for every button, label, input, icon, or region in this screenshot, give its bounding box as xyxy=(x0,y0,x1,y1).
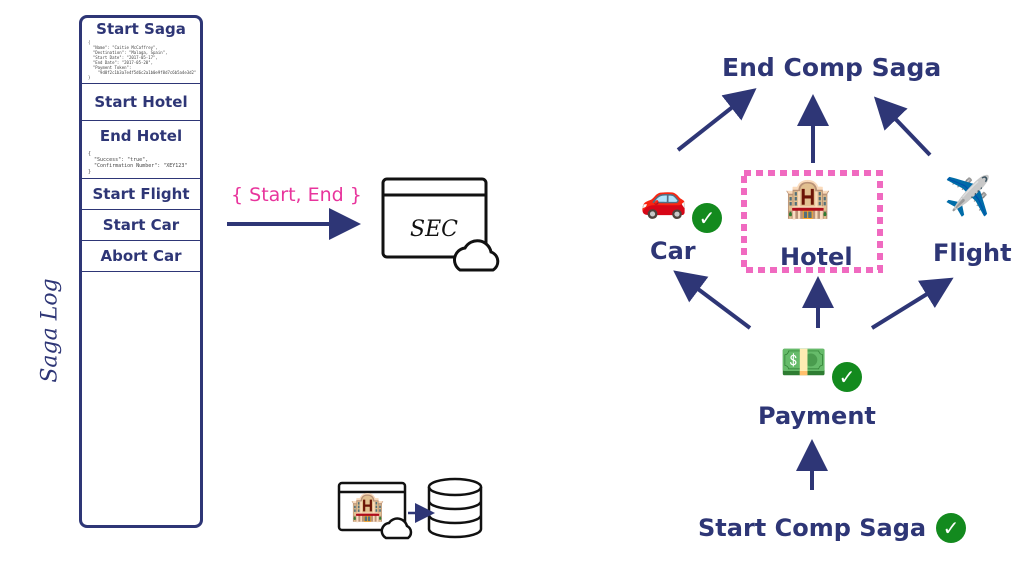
money-icon: 💵 xyxy=(780,340,828,384)
entry-label: End Hotel xyxy=(99,127,183,145)
hotel-small-icon: 🏨 xyxy=(350,490,385,523)
log-entry-end-hotel: End Hotel { "Success": "true", "Confirma… xyxy=(82,121,200,179)
hotel-label: Hotel xyxy=(780,243,853,271)
arrow-payment-to-flight xyxy=(870,277,954,330)
sec-icon xyxy=(381,177,500,272)
arrow-payment-to-car xyxy=(673,270,752,330)
car-label: Car xyxy=(650,237,696,265)
flight-label: Flight xyxy=(933,239,1012,267)
entry-label: Start Saga xyxy=(96,20,186,38)
saga-log: Start Saga { "Name": "Caitie McCaffrey",… xyxy=(79,15,203,528)
entry-json: { "Success": "true", "Confirmation Numbe… xyxy=(88,151,188,175)
hotel-db-icon xyxy=(337,477,483,540)
log-entry-abort-car: Abort Car xyxy=(82,241,200,272)
arrow-car-to-end xyxy=(676,88,757,152)
sec-label: SEC xyxy=(410,217,458,242)
log-entry-start-car: Start Car xyxy=(82,210,200,241)
hotel-icon: 🏨 xyxy=(784,176,832,220)
car-icon: 🚗 xyxy=(640,176,688,220)
payment-label: Payment xyxy=(758,402,876,430)
end-comp-saga: End Comp Saga xyxy=(722,53,942,82)
car-check-icon: ✓ xyxy=(692,203,722,233)
airplane-icon: ✈️ xyxy=(944,174,992,218)
start-check-icon: ✓ xyxy=(936,513,966,543)
start-comp-saga: Start Comp Saga xyxy=(698,514,927,542)
entry-json: { "Name": "Caitie McCaffrey", "Destinati… xyxy=(88,40,197,80)
log-entry-start-hotel: Start Hotel xyxy=(82,84,200,121)
log-entry-start-flight: Start Flight xyxy=(82,179,200,210)
log-entry-start-saga: Start Saga { "Name": "Caitie McCaffrey",… xyxy=(82,18,200,84)
hotel-highlight-box xyxy=(741,170,883,273)
arrow-flight-to-end xyxy=(873,96,932,157)
sec-arrow-label: { Start, End } xyxy=(231,184,362,206)
payment-check-icon: ✓ xyxy=(832,362,862,392)
